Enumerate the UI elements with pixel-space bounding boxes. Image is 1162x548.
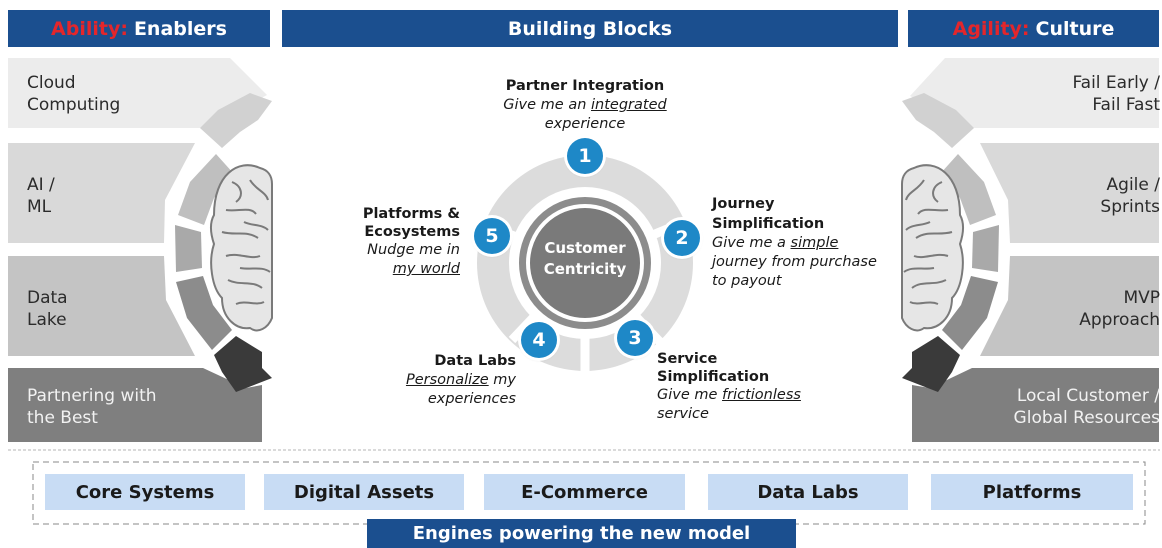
culture-accent: Agility:	[952, 17, 1030, 40]
block-number-2: 2	[664, 220, 700, 256]
left-arc	[175, 93, 272, 392]
enablers-accent: Ability:	[51, 17, 128, 40]
engine-e-commerce: E-Commerce	[484, 474, 685, 510]
block-number-4: 4	[521, 322, 557, 358]
block-number-1: 1	[567, 138, 603, 174]
left-band-4	[8, 368, 262, 442]
engine-digital-assets: Digital Assets	[264, 474, 464, 510]
left-band-1	[8, 58, 267, 128]
block-number-5: 5	[474, 218, 510, 254]
block-desc: Nudge me in my world	[367, 242, 460, 277]
block-platforms-ecosystems: Platforms &Ecosystems Nudge me in my wor…	[320, 205, 460, 279]
brain-icon-right	[901, 164, 964, 332]
right-band-2	[980, 143, 1159, 243]
engines-title: Engines powering the new model	[367, 519, 796, 548]
engine-data-labs: Data Labs	[708, 474, 908, 510]
block-title: Platforms &Ecosystems	[362, 206, 460, 240]
center-ring	[477, 155, 693, 372]
right-band-4	[912, 368, 1159, 442]
culture-mvp-approach: MVP Approach	[1079, 288, 1160, 330]
building-blocks-title: Building Blocks	[507, 17, 673, 40]
left-band-3	[8, 256, 195, 356]
right-arc	[902, 93, 999, 392]
engine-core-systems: Core Systems	[45, 474, 245, 510]
culture-fail-fast: Fail Early / Fail Fast	[1072, 73, 1160, 115]
enablers-title: Enablers	[133, 17, 227, 40]
block-number-3: 3	[617, 320, 653, 356]
culture-local-global: Local Customer / Global Resources	[1013, 386, 1160, 428]
enabler-partnering: Partnering with the Best	[27, 386, 157, 428]
culture-header: Agility: Culture	[908, 10, 1159, 47]
enabler-ai-ml: AI / ML	[27, 175, 55, 217]
block-title: Data Labs	[434, 353, 516, 369]
right-bands	[910, 58, 1159, 442]
enablers-header: Ability: Enablers	[8, 10, 270, 47]
brain-icon-left	[210, 164, 273, 332]
block-partner-integration: Partner Integration Give me an integrate…	[470, 77, 700, 134]
building-blocks-header: Building Blocks	[282, 10, 898, 47]
hub-customer-centricity: Customer Centricity	[543, 239, 627, 278]
culture-title: Culture	[1035, 17, 1115, 40]
right-band-1	[910, 58, 1159, 128]
enabler-cloud-computing: Cloud Computing	[27, 73, 121, 115]
enabler-data-lake: Data Lake	[27, 288, 68, 330]
right-band-3	[980, 256, 1159, 356]
block-title: Partner Integration	[505, 78, 665, 94]
left-band-2	[8, 143, 195, 243]
left-bands	[8, 58, 267, 442]
engine-platforms: Platforms	[931, 474, 1133, 510]
culture-agile-sprints: Agile / Sprints	[1100, 175, 1160, 217]
